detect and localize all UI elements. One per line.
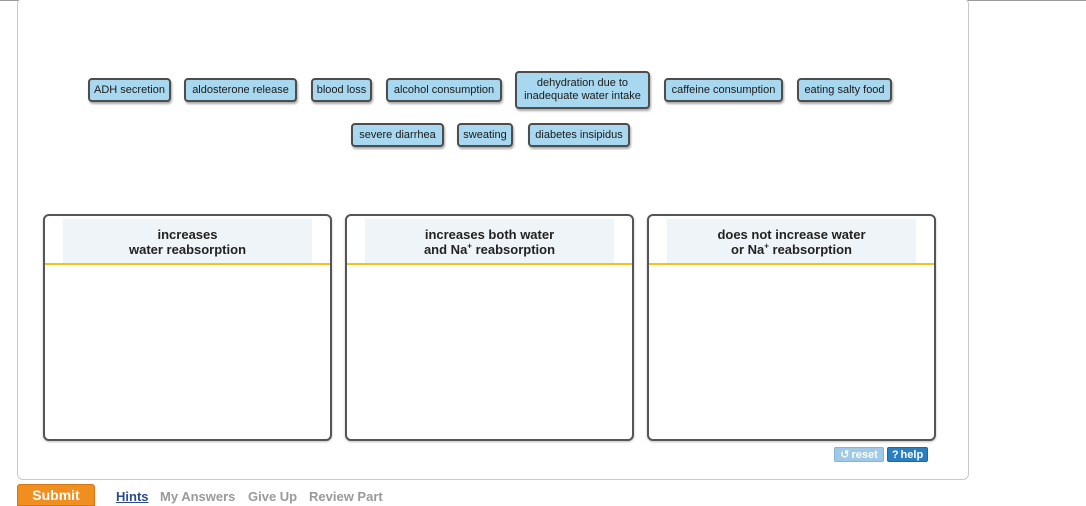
chip-severe-diarrhea[interactable]: severe diarrhea	[351, 123, 444, 147]
bin-title-line2-pre: or Na	[731, 242, 765, 257]
help-button[interactable]: ? help	[887, 447, 928, 462]
reset-button[interactable]: ↺ reset	[834, 447, 884, 462]
superscript-plus: +	[764, 241, 769, 251]
submit-button[interactable]: Submit	[17, 484, 95, 506]
bin-increases-water-and-na[interactable]: increases both water and Na+ reabsorptio…	[345, 214, 634, 441]
reset-icon: ↺	[840, 449, 850, 461]
bin-does-not-increase[interactable]: does not increase water or Na+ reabsorpt…	[647, 214, 936, 441]
bin-title-line1: increases both water	[424, 227, 555, 242]
help-label: help	[900, 448, 924, 461]
chip-blood-loss[interactable]: blood loss	[311, 78, 372, 102]
chip-caffeine-consumption[interactable]: caffeine consumption	[664, 78, 783, 102]
bin-divider	[649, 263, 934, 265]
bin-title-line2-post: reabsorption	[768, 242, 852, 257]
superscript-plus: +	[467, 241, 472, 251]
bin-title-line2-pre: and Na	[423, 242, 468, 257]
bin-title-line2-post: reabsorption	[471, 242, 556, 257]
bin-title-line1: increases	[157, 227, 218, 242]
give-up-link[interactable]: Give Up	[248, 489, 298, 504]
bin-header: does not increase water or Na+ reabsorpt…	[667, 219, 916, 265]
hints-link[interactable]: Hints	[116, 489, 149, 504]
chip-diabetes-insipidus[interactable]: diabetes insipidus	[528, 123, 630, 147]
review-part-link[interactable]: Review Part	[309, 489, 383, 504]
chip-adh-secretion[interactable]: ADH secretion	[88, 78, 171, 102]
chip-eating-salty-food[interactable]: eating salty food	[797, 78, 892, 102]
bin-increases-water-reabsorption[interactable]: increases water reabsorption	[43, 214, 332, 441]
chip-sweating[interactable]: sweating	[457, 123, 513, 147]
bin-title-line1: does not increase water	[717, 227, 866, 242]
reset-label: reset	[851, 448, 878, 461]
bin-title-line2: water reabsorption	[128, 242, 247, 257]
chip-aldosterone-release[interactable]: aldosterone release	[184, 78, 297, 102]
my-answers-link[interactable]: My Answers	[160, 489, 236, 504]
help-icon: ?	[891, 448, 899, 461]
bin-header: increases both water and Na+ reabsorptio…	[365, 219, 614, 265]
chip-alcohol-consumption[interactable]: alcohol consumption	[386, 78, 502, 102]
chip-dehydration[interactable]: dehydration due to inadequate water inta…	[515, 71, 650, 109]
bin-divider	[347, 263, 632, 265]
bin-divider	[45, 263, 330, 265]
bin-header: increases water reabsorption	[63, 219, 312, 265]
